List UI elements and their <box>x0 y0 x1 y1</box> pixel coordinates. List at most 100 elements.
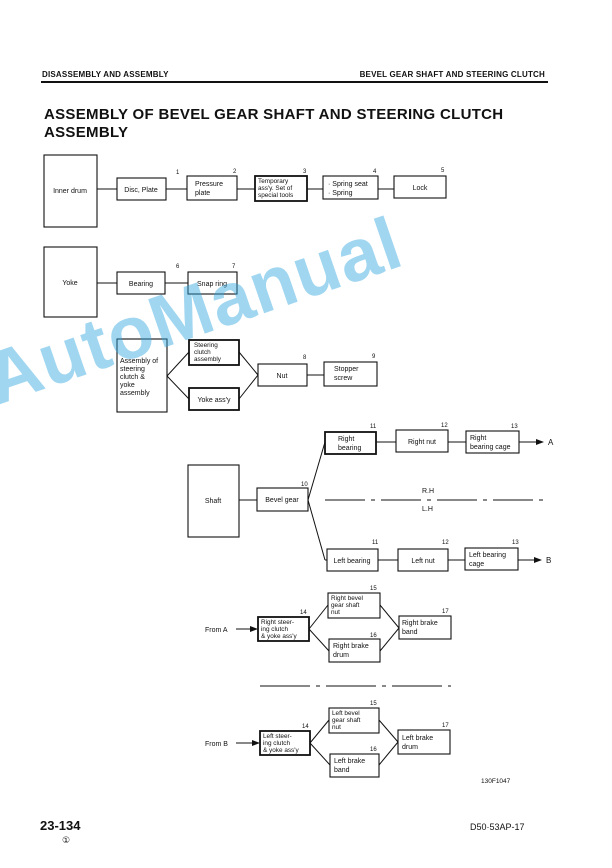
svg-text:16: 16 <box>370 747 377 753</box>
left-brake-drum-box: Left brake drum <box>397 729 451 755</box>
svg-text:From A: From A <box>205 627 228 634</box>
figure-code: 130F1047 <box>481 778 511 785</box>
page-title: ASSEMBLY OF BEVEL GEAR SHAFT AND STEERIN… <box>44 106 504 141</box>
left-steering-clutch-box: Left steer- ing clutch & yoke ass'y <box>259 730 311 756</box>
svg-text:2: 2 <box>233 169 237 175</box>
svg-text:Steering: Steering <box>194 342 218 349</box>
svg-text:ing clutch: ing clutch <box>261 626 288 633</box>
svg-text:drum: drum <box>333 652 349 659</box>
svg-text:Left brake: Left brake <box>402 735 433 742</box>
left-bevel-nut-box: Left bevel gear shaft nut <box>328 707 380 734</box>
yoke-box: Yoke <box>43 246 98 318</box>
svg-text:Left bearing: Left bearing <box>334 558 371 565</box>
svg-text:nut: nut <box>331 609 340 616</box>
svg-text:4: 4 <box>373 169 377 175</box>
svg-text:13: 13 <box>511 424 518 430</box>
assembly-of-steering-clutch-box: Assembly of steering clutch & yoke assem… <box>116 338 168 413</box>
svg-text:16: 16 <box>370 633 377 639</box>
lock-box: Lock <box>393 175 447 199</box>
svg-text:13: 13 <box>512 540 519 546</box>
svg-text:17: 17 <box>442 609 449 615</box>
svg-text:Right: Right <box>470 435 486 442</box>
svg-text:Nut: Nut <box>277 373 288 380</box>
snap-ring-box: Snap ring <box>187 271 238 295</box>
svg-text:band: band <box>402 629 418 636</box>
svg-text:10: 10 <box>301 482 308 488</box>
right-bearing-box: Right bearing <box>324 431 377 455</box>
svg-text:Snap ring: Snap ring <box>197 281 227 288</box>
svg-text:nut: nut <box>332 724 341 731</box>
left-bearing-cage-box: Left bearing cage <box>464 547 519 571</box>
svg-text:Right: Right <box>338 436 354 443</box>
svg-text:Left nut: Left nut <box>411 558 434 565</box>
svg-text:assembly: assembly <box>194 356 222 363</box>
svg-text:ing clutch: ing clutch <box>263 740 290 747</box>
svg-text:14: 14 <box>302 724 309 730</box>
svg-text:ass'y. Set of: ass'y. Set of <box>258 185 292 192</box>
svg-text:Lock: Lock <box>413 185 428 192</box>
svg-text:plate: plate <box>195 190 210 197</box>
header-right: BEVEL GEAR SHAFT AND STEERING CLUTCH <box>359 70 545 79</box>
svg-text:12: 12 <box>442 540 449 546</box>
svg-text:clutch: clutch <box>194 349 211 356</box>
svg-text:R.H: R.H <box>422 488 434 495</box>
right-bevel-nut-box: Right bevel gear shaft nut <box>327 592 381 619</box>
svg-text:7: 7 <box>232 264 236 270</box>
header-rule <box>41 81 548 83</box>
svg-text:Right brake: Right brake <box>333 643 369 650</box>
svg-text:clutch &: clutch & <box>120 374 145 381</box>
svg-text:Left bearing: Left bearing <box>469 552 506 559</box>
svg-text:6: 6 <box>176 264 180 270</box>
svg-text:12: 12 <box>441 423 448 429</box>
stopper-screw-box: Stopper screw <box>323 361 378 387</box>
svg-text:1: 1 <box>176 170 180 176</box>
svg-text:& yoke ass'y: & yoke ass'y <box>263 747 299 754</box>
svg-text:11: 11 <box>372 540 379 546</box>
svg-text:· Spring: · Spring <box>328 190 353 197</box>
yoke-assy-box: Yoke ass'y <box>188 387 240 411</box>
svg-text:cage: cage <box>469 561 484 568</box>
svg-text:drum: drum <box>402 744 418 751</box>
svg-text:11: 11 <box>370 424 377 430</box>
header-left: DISASSEMBLY AND ASSEMBLY <box>42 70 169 79</box>
svg-text:Inner drum: Inner drum <box>53 188 87 195</box>
spring-box: · Spring seat · Spring <box>322 175 379 200</box>
svg-text:Left bevel: Left bevel <box>332 710 360 717</box>
svg-text:Temporary: Temporary <box>258 178 289 185</box>
svg-text:From B: From B <box>205 741 228 748</box>
svg-text:special tools: special tools <box>258 192 293 199</box>
disc-plate-box: Disc, Plate <box>116 177 167 201</box>
svg-text:14: 14 <box>300 610 307 616</box>
svg-text:Assembly of: Assembly of <box>120 358 158 365</box>
svg-text:B: B <box>546 556 551 565</box>
svg-text:Right nut: Right nut <box>408 439 436 446</box>
svg-text:Right bevel: Right bevel <box>331 595 363 602</box>
svg-text:Pressure: Pressure <box>195 181 223 188</box>
svg-text:A: A <box>548 438 554 447</box>
right-brake-drum-box: Right brake drum <box>328 638 381 663</box>
right-brake-band-box: Right brake band <box>398 615 452 640</box>
steering-clutch-assembly-box: Steering clutch assembly <box>188 339 240 366</box>
svg-text:5: 5 <box>441 168 445 174</box>
svg-text:Right steer-: Right steer- <box>261 619 294 626</box>
svg-text:· Spring seat: · Spring seat <box>328 181 368 188</box>
left-bearing-box: Left bearing <box>326 548 379 572</box>
nut-box: Nut <box>257 363 308 387</box>
svg-text:Left brake: Left brake <box>334 758 365 765</box>
svg-text:Yoke: Yoke <box>62 280 77 287</box>
page-number: 23-134 <box>40 818 81 833</box>
svg-text:steering: steering <box>120 366 145 373</box>
svg-text:Bevel gear: Bevel gear <box>265 497 299 504</box>
svg-text:Yoke ass'y: Yoke ass'y <box>198 397 231 404</box>
right-nut-box: Right nut <box>395 429 449 453</box>
svg-text:gear shaft: gear shaft <box>331 602 360 609</box>
model-code: D50·53AP-17 <box>470 822 525 832</box>
svg-text:assembly: assembly <box>120 390 150 397</box>
svg-text:Bearing: Bearing <box>129 281 153 288</box>
svg-text:17: 17 <box>442 723 449 729</box>
bearing-box: Bearing <box>116 271 166 295</box>
left-nut-box: Left nut <box>397 548 449 572</box>
right-bearing-cage-box: Right bearing cage <box>465 430 520 454</box>
svg-text:& yoke ass'y: & yoke ass'y <box>261 633 297 640</box>
